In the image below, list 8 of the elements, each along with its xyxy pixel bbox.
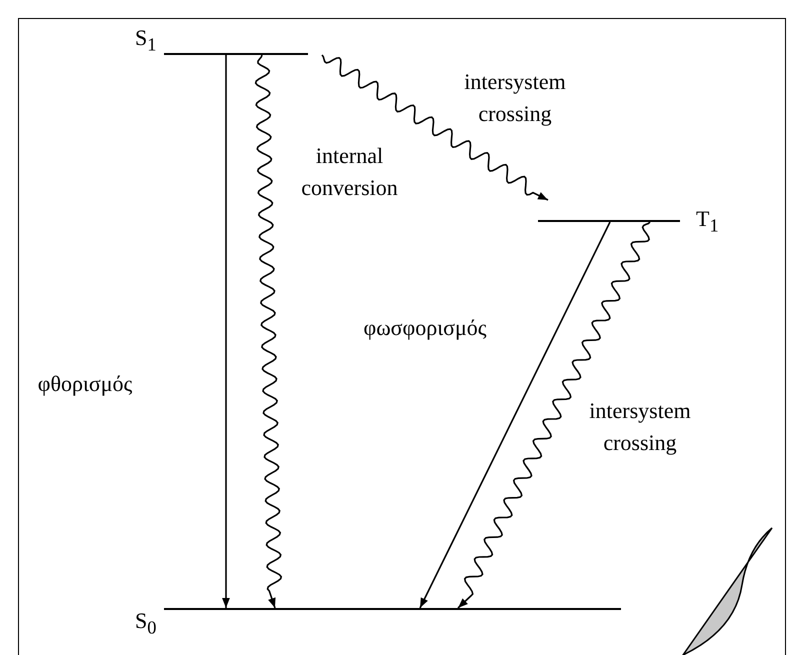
wavy-arrow xyxy=(321,54,548,201)
level-label: T$_{1}$ xyxy=(696,208,719,236)
arrow xyxy=(222,55,230,608)
level-label: S$_{0}$ xyxy=(135,610,156,638)
level-label: S$_{1}$ xyxy=(135,26,156,55)
arrow xyxy=(419,222,611,608)
wavy-arrow xyxy=(457,221,650,609)
wavy-arrow xyxy=(254,54,282,608)
